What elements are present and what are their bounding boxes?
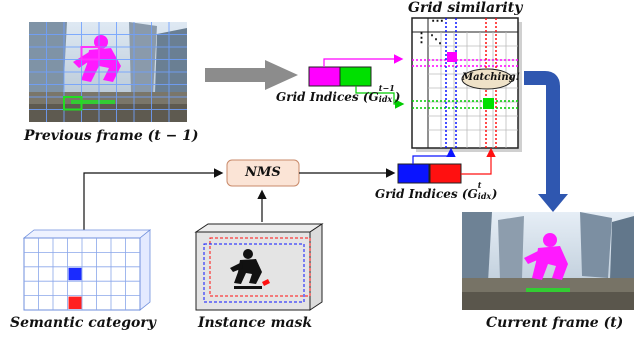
dots-horizontal-icon: ⋯	[431, 14, 444, 29]
matching-bubble	[461, 68, 513, 90]
matrix-cell-green	[483, 98, 494, 109]
arrow-semantic	[83, 168, 224, 236]
prev-index-green	[339, 66, 372, 87]
cur-index-red	[429, 163, 462, 184]
instance-mask-box	[194, 223, 324, 311]
prev-index-magenta	[308, 66, 341, 87]
current-frame-label: Current frame (t)	[486, 315, 624, 331]
nms-label: NMS	[245, 165, 281, 180]
previous-frame-image	[29, 22, 187, 122]
current-frame-image	[462, 212, 634, 310]
matching-label: Matching!	[462, 72, 520, 83]
semantic-grid	[22, 229, 152, 311]
arrow-magenta	[323, 54, 404, 67]
dots-diagonal-icon: ⋱	[430, 32, 442, 46]
skater-silhouette-icon	[230, 249, 262, 289]
grid-similarity-title: Grid similarity	[408, 0, 523, 16]
previous-frame-label: Previous frame (t − 1)	[24, 128, 199, 144]
matrix-cell-magenta	[447, 52, 457, 62]
instance-mask-label: Instance mask	[198, 315, 313, 331]
dots-vertical-icon: ⋮	[415, 31, 428, 46]
arrow-green	[355, 86, 405, 109]
big-blue-arrow	[524, 71, 568, 212]
arrow-red	[461, 147, 496, 175]
arrow-blue	[412, 147, 456, 164]
semantic-category-label: Semantic category	[10, 315, 156, 331]
cur-index-blue	[397, 163, 430, 184]
grey-arrow	[205, 60, 298, 90]
